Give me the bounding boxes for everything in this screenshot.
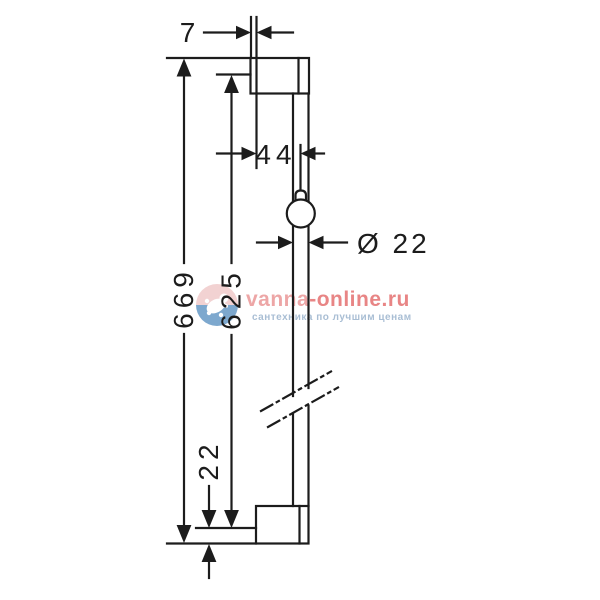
watermark-site-dark: -online.ru <box>309 288 410 311</box>
dimension-labels: 7 44 Ø 22 669 625 22 <box>168 17 430 481</box>
arrow-left-icon <box>300 146 316 161</box>
drawing-lines <box>165 15 349 580</box>
frog-icon <box>204 293 229 318</box>
arrow-right-icon <box>278 235 293 250</box>
watermark-tagline: сантехника по лучшим ценам <box>252 312 412 323</box>
dim-label-625: 625 <box>216 268 247 330</box>
arrow-down-icon <box>224 510 239 528</box>
slider-knob <box>285 189 316 229</box>
dimension-7-lines <box>202 15 295 58</box>
dimension-625-lines <box>215 73 252 512</box>
top-bracket <box>249 56 311 95</box>
dimension-44-lines <box>215 92 326 192</box>
dim-label-44: 44 <box>255 139 296 170</box>
dimension-22-lines <box>194 484 258 580</box>
dim-label-669: 669 <box>168 267 199 329</box>
dim-label-22: 22 <box>193 439 224 480</box>
dim-label-diameter-22: Ø 22 <box>357 228 430 259</box>
bottom-bracket <box>254 504 310 545</box>
arrow-up-icon <box>224 75 239 93</box>
arrow-up-icon <box>201 544 217 562</box>
arrow-down-icon <box>176 525 192 543</box>
arrow-down-icon <box>201 510 217 528</box>
arrow-right-icon <box>236 25 251 40</box>
break-symbol <box>259 370 340 429</box>
arrow-left-icon <box>308 235 324 250</box>
logo-bottom-half <box>196 305 238 326</box>
arrow-right-icon <box>241 146 257 161</box>
dimension-669-lines <box>165 56 258 545</box>
dim-label-7: 7 <box>180 17 201 48</box>
dimension-arrowheads <box>176 25 324 562</box>
watermark-frog-logo-icon <box>196 284 238 326</box>
arrow-left-icon <box>256 25 272 40</box>
slide-bar <box>291 92 310 508</box>
arrow-up-icon <box>176 58 192 77</box>
